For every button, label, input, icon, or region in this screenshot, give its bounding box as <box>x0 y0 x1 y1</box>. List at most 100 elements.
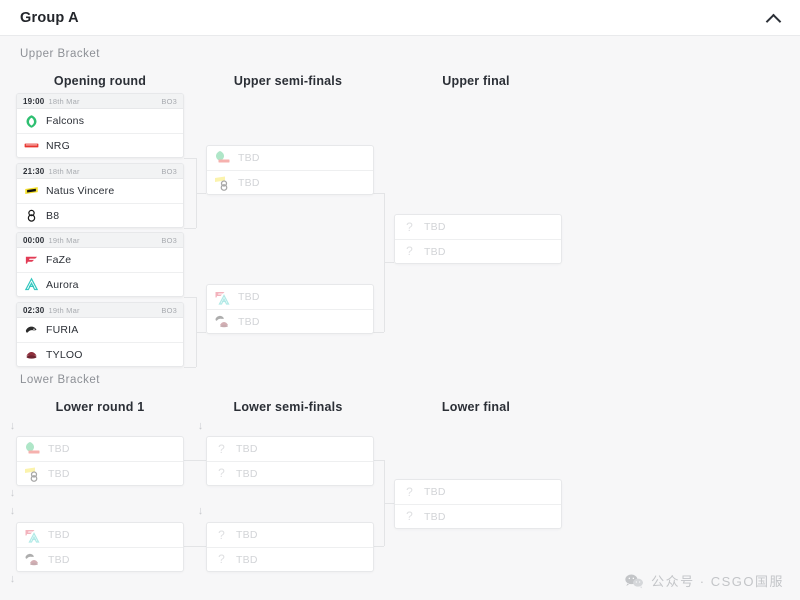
match-card[interactable]: ? TBD ? TBD <box>394 479 562 529</box>
match-card[interactable]: 02:30 19th Mar BO3 FURIA TYLOO <box>16 302 184 367</box>
match-time: 02:30 <box>23 305 45 315</box>
team-row[interactable]: FURIA <box>17 318 183 342</box>
match-meta: 00:00 19th Mar BO3 <box>17 233 183 248</box>
team-name: TBD <box>236 467 258 480</box>
team-name: Falcons <box>46 115 85 127</box>
team-name: TBD <box>238 291 260 303</box>
team-row[interactable]: NRG <box>17 133 183 157</box>
team-name: TBD <box>236 553 258 566</box>
round-title-lower-final: Lower final <box>441 400 511 414</box>
team-name: FaZe <box>46 254 72 266</box>
connector <box>184 460 206 461</box>
faze-logo <box>24 253 39 268</box>
connector <box>372 546 384 547</box>
drop-arrow-icon: ↓ <box>197 505 204 517</box>
match-card[interactable]: ? TBD ? TBD <box>206 522 374 572</box>
match-time: 19:00 <box>23 96 45 106</box>
connector <box>196 332 206 333</box>
drop-arrow-icon: ↓ <box>9 573 16 585</box>
match-card[interactable]: 00:00 19th Mar BO3 FaZe Aurora <box>16 232 184 297</box>
team-name: TBD <box>48 443 70 455</box>
falcons-logo <box>24 114 39 129</box>
match-card[interactable]: TBD TBD <box>206 284 374 334</box>
bracket-board: Upper Bracket Opening round Upper semi-f… <box>0 36 800 600</box>
team-name: TBD <box>424 510 446 523</box>
team-row[interactable]: TBD <box>207 146 373 170</box>
drop-arrow-icon: ↓ <box>197 420 204 432</box>
match-time: 00:00 <box>23 235 45 245</box>
team-row[interactable]: TBD <box>17 523 183 547</box>
wechat-icon <box>624 573 644 589</box>
drop-arrow-icon: ↓ <box>9 420 16 432</box>
match-card[interactable]: TBD TBD <box>16 522 184 572</box>
team-name: TBD <box>236 529 258 541</box>
team-row[interactable]: TBD <box>17 461 183 485</box>
team-name: B8 <box>46 209 60 222</box>
team-row[interactable]: ? TBD <box>207 437 373 461</box>
match-card[interactable]: ? TBD ? TBD <box>206 436 374 486</box>
team-row[interactable]: Falcons <box>17 109 183 133</box>
connector <box>184 546 206 547</box>
team-row[interactable]: TBD <box>207 285 373 309</box>
team-row[interactable]: ? TBD <box>207 547 373 571</box>
team-row[interactable]: TBD <box>207 170 373 194</box>
watermark: 公众号 · CSGO国服 <box>624 571 784 590</box>
match-date: 18th Mar <box>48 166 80 176</box>
match-date: 19th Mar <box>48 235 80 245</box>
nrg-logo <box>24 138 39 153</box>
match-time: 21:30 <box>23 166 45 176</box>
match-date: 19th Mar <box>48 305 80 315</box>
furia-tyloo-logo-pair <box>24 551 41 568</box>
team-name: TBD <box>238 176 260 189</box>
connector <box>184 297 196 298</box>
connector <box>384 262 394 263</box>
team-name: TBD <box>48 529 70 541</box>
match-format: BO3 <box>161 166 177 176</box>
team-name: TBD <box>424 221 446 233</box>
round-title-lower-semis: Lower semi-finals <box>233 400 343 414</box>
team-row[interactable]: ? TBD <box>207 461 373 485</box>
team-row[interactable]: B8 <box>17 203 183 227</box>
team-row[interactable]: TBD <box>17 547 183 571</box>
round-title-opening: Opening round <box>53 74 147 88</box>
match-format: BO3 <box>161 305 177 315</box>
team-row[interactable]: TBD <box>17 437 183 461</box>
question-icon: ? <box>218 527 225 542</box>
team-row[interactable]: ? TBD <box>395 215 561 239</box>
team-row[interactable]: TYLOO <box>17 342 183 366</box>
match-card[interactable]: 19:00 18th Mar BO3 Falcons NRG <box>16 93 184 158</box>
team-row[interactable]: ? TBD <box>207 523 373 547</box>
round-title-lower-round-1: Lower round 1 <box>55 400 145 414</box>
team-row[interactable]: ? TBD <box>395 239 561 263</box>
faze-aurora-logo-pair <box>214 289 231 306</box>
question-icon: ? <box>218 466 225 480</box>
team-name: TBD <box>424 486 446 498</box>
match-card[interactable]: TBD TBD <box>206 145 374 195</box>
question-icon: ? <box>406 509 413 523</box>
team-row[interactable]: FaZe <box>17 248 183 272</box>
question-icon: ? <box>406 484 413 499</box>
round-title-upper-final: Upper final <box>442 74 510 88</box>
connector <box>184 367 196 368</box>
connector <box>184 158 196 159</box>
match-card[interactable]: ? TBD ? TBD <box>394 214 562 264</box>
team-name: TBD <box>424 245 446 258</box>
team-row[interactable]: Aurora <box>17 272 183 296</box>
question-icon: ? <box>406 219 413 234</box>
navi-logo <box>24 184 39 199</box>
team-row[interactable]: ? TBD <box>395 504 561 528</box>
match-card[interactable]: TBD TBD <box>16 436 184 486</box>
team-row[interactable]: ? TBD <box>395 480 561 504</box>
team-row[interactable]: Natus Vincere <box>17 179 183 203</box>
match-format: BO3 <box>161 96 177 106</box>
chevron-up-icon[interactable] <box>766 10 782 26</box>
group-header[interactable]: Group A <box>0 0 800 36</box>
falcons-nrg-logo-pair <box>214 150 231 167</box>
connector <box>196 193 206 194</box>
team-row[interactable]: TBD <box>207 309 373 333</box>
team-name: TBD <box>238 152 260 164</box>
faze-aurora-logo-pair <box>24 527 41 544</box>
team-name: FURIA <box>46 324 79 336</box>
upper-bracket-label: Upper Bracket <box>20 48 101 60</box>
match-card[interactable]: 21:30 18th Mar BO3 Natus Vincere B8 <box>16 163 184 228</box>
